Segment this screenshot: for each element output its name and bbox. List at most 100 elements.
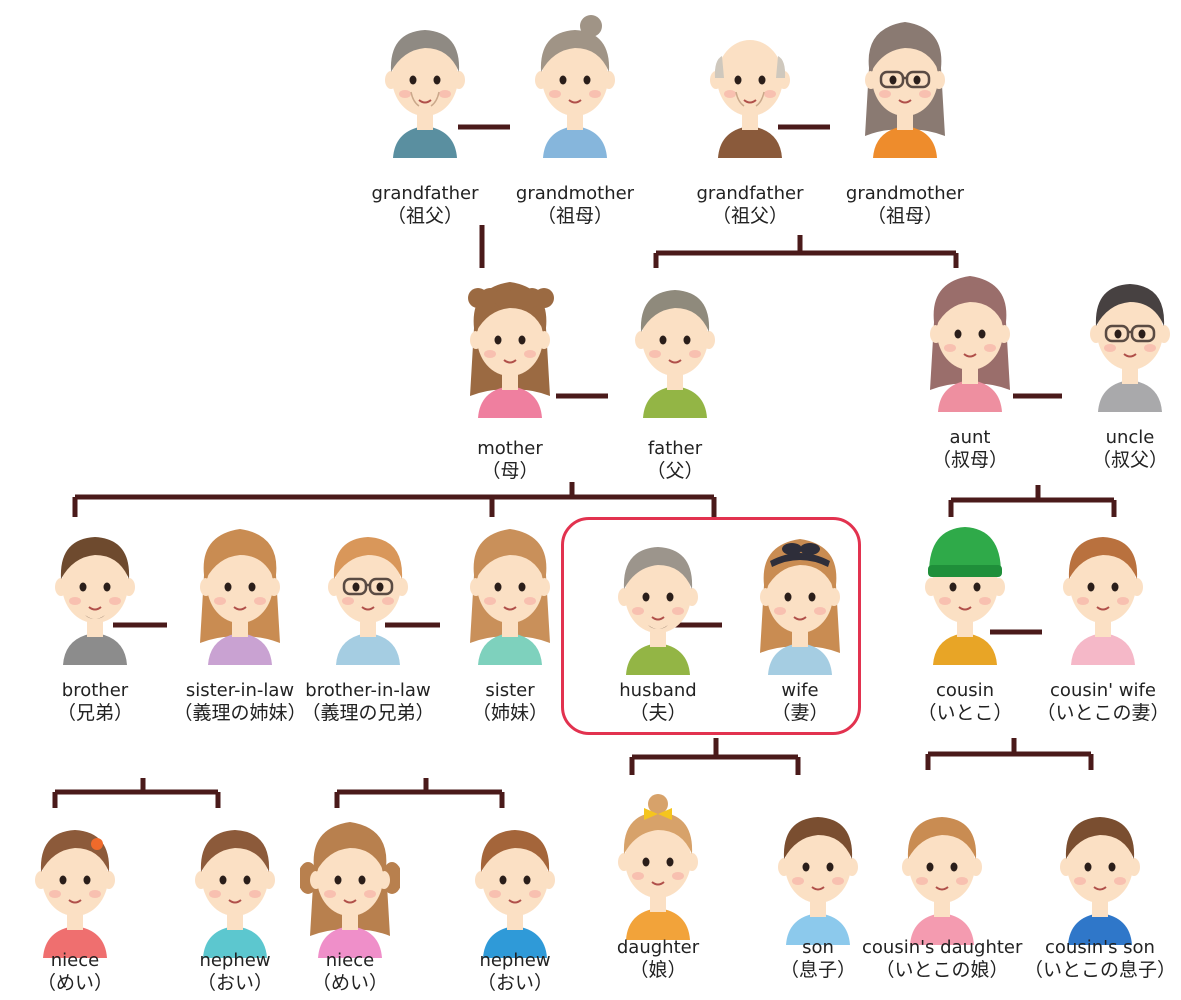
label-english: husband	[619, 680, 697, 701]
person-mother: mother（母）	[440, 268, 580, 488]
avatar-sister	[470, 529, 550, 665]
label-japanese: （祖父）	[386, 205, 463, 227]
label-japanese: （めい）	[311, 972, 388, 994]
person-sister: sister（姉妹）	[440, 515, 580, 730]
person-daughter: daughter（娘）	[588, 790, 728, 987]
avatar-gf2	[710, 40, 790, 158]
label-japanese: （妻）	[771, 702, 829, 724]
label-english: sister-in-law	[185, 680, 295, 701]
person-cousin: cousin（いとこ）	[895, 515, 1035, 730]
person-nephew1: nephew（おい）	[165, 808, 305, 1000]
avatar-brother	[55, 537, 135, 665]
person-label: uncle（叔父）	[1050, 427, 1181, 471]
label-english: grandmother	[845, 183, 965, 204]
couple-highlight-box	[561, 517, 861, 735]
person-cousins-son: cousin's son（いとこの息子）	[1024, 795, 1176, 987]
person-wife: wife（妻）	[730, 525, 870, 730]
label-english: aunt	[949, 427, 991, 448]
label-english: brother	[61, 680, 129, 701]
person-uncle: uncle（叔父）	[1060, 262, 1181, 477]
label-japanese: （祖母）	[866, 205, 943, 227]
person-gm2: grandmother（祖母）	[835, 8, 975, 233]
person-cousins-daughter: cousin's daughter（いとこの娘）	[862, 795, 1022, 987]
avatar-gf1	[385, 30, 465, 158]
person-label: father（父）	[595, 438, 755, 482]
label-english: grandfather	[371, 183, 479, 204]
person-label: grandfather（祖父）	[670, 183, 830, 227]
label-japanese: （叔父）	[1091, 449, 1168, 471]
person-label: cousin（いとこ）	[885, 680, 1045, 724]
person-label: brother（兄弟）	[15, 680, 175, 724]
label-japanese: （いとこの息子）	[1023, 959, 1176, 981]
person-label: sister（姉妹）	[430, 680, 590, 724]
person-label: niece（めい）	[270, 950, 430, 994]
person-label: grandfather（祖父）	[345, 183, 505, 227]
person-sister-in-law: sister-in-law（義理の姉妹）	[170, 515, 310, 730]
person-label: niece（めい）	[0, 950, 155, 994]
person-label: sister-in-law（義理の姉妹）	[160, 680, 320, 724]
label-english: father	[647, 438, 703, 459]
label-english: grandmother	[515, 183, 635, 204]
label-japanese: （めい）	[36, 972, 113, 994]
person-brother: brother（兄弟）	[25, 515, 165, 730]
label-english: mother	[477, 438, 543, 459]
label-english: wife	[781, 680, 819, 701]
label-japanese: （おい）	[476, 972, 553, 994]
label-english: son	[802, 937, 834, 958]
person-label: aunt（叔母）	[890, 427, 1050, 471]
label-japanese: （いとこの娘）	[875, 959, 1009, 981]
label-japanese: （義理の兄弟）	[301, 702, 435, 724]
avatar-cousins-daughter	[902, 817, 982, 945]
person-cousin-wife: cousin' wife（いとこの妻）	[1033, 515, 1173, 730]
person-label: grandmother（祖母）	[825, 183, 985, 227]
label-japanese: （兄弟）	[56, 702, 133, 724]
label-japanese: （いとこの妻）	[1036, 702, 1170, 724]
label-japanese: （母）	[481, 460, 539, 482]
avatar-father	[635, 290, 715, 418]
avatar-uncle	[1090, 284, 1170, 412]
avatar-niece1	[35, 830, 115, 958]
label-english: cousin	[935, 680, 995, 701]
label-english: niece	[325, 950, 375, 971]
person-husband: husband（夫）	[588, 525, 728, 730]
person-father: father（父）	[605, 268, 745, 488]
avatar-cousin-wife	[1063, 537, 1143, 665]
person-label: brother-in-law（義理の兄弟）	[288, 680, 448, 724]
label-english: nephew	[479, 950, 551, 971]
label-japanese: （夫）	[629, 702, 687, 724]
avatar-cousins-son	[1060, 817, 1140, 945]
avatar-husband	[618, 547, 698, 675]
avatar-son	[778, 817, 858, 945]
label-japanese: （いとこ）	[917, 702, 1013, 724]
person-label: wife（妻）	[720, 680, 880, 724]
person-label: grandmother（祖母）	[495, 183, 655, 227]
person-brother-in-law: brother-in-law（義理の兄弟）	[298, 515, 438, 730]
label-english: cousin's daughter	[862, 937, 1023, 958]
label-japanese: （おい）	[196, 972, 273, 994]
avatar-aunt	[930, 276, 1010, 412]
label-english: nephew	[199, 950, 271, 971]
label-japanese: （祖母）	[536, 205, 613, 227]
avatar-sister-in-law	[200, 529, 280, 665]
person-niece1: niece（めい）	[5, 808, 145, 1000]
label-english: cousin' wife	[1050, 680, 1156, 701]
person-gf1: grandfather（祖父）	[355, 8, 495, 233]
person-label: cousin's daughter（いとこの娘）	[862, 937, 1022, 981]
avatar-gm2	[865, 22, 945, 158]
person-gf2: grandfather（祖父）	[680, 8, 820, 233]
label-japanese: （父）	[646, 460, 704, 482]
label-english: cousin's son	[1045, 937, 1155, 958]
person-label: daughter（娘）	[578, 937, 738, 981]
person-niece2: niece（めい）	[280, 808, 420, 1000]
avatar-nephew2	[475, 830, 555, 958]
person-label: cousin' wife（いとこの妻）	[1023, 680, 1181, 724]
avatar-nephew1	[195, 830, 275, 958]
label-japanese: （祖父）	[711, 205, 788, 227]
person-label: son（息子）	[738, 937, 898, 981]
label-english: daughter	[616, 937, 700, 958]
person-son: son（息子）	[748, 795, 888, 987]
avatar-daughter	[618, 794, 698, 940]
label-japanese: （息子）	[779, 959, 856, 981]
